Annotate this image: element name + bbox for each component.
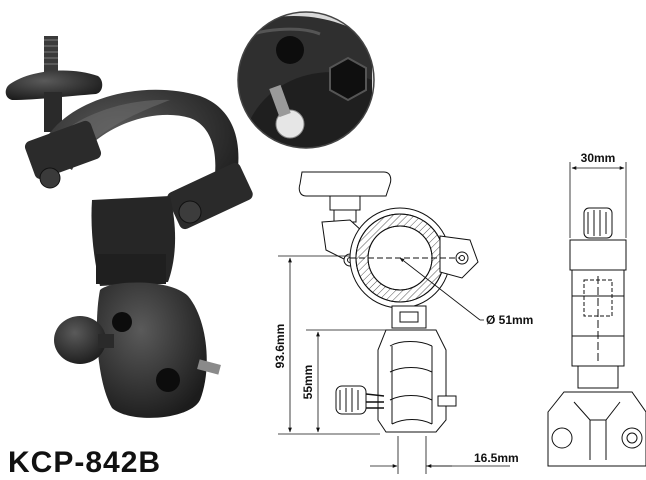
dim-height-total: 93.6mm <box>273 324 287 369</box>
side-drawing <box>547 207 646 467</box>
model-name: KCP-842B <box>8 446 162 479</box>
dim-height-lower: 55mm <box>301 365 315 400</box>
side-dimensions <box>569 162 627 238</box>
dim-base-width: 16.5mm <box>474 451 519 465</box>
dim-width-top: 30mm <box>581 151 616 165</box>
product-photo <box>5 36 253 418</box>
front-dimensions <box>278 255 510 474</box>
front-drawing <box>298 171 479 433</box>
detail-magnifier <box>237 11 375 149</box>
dim-tube-diameter: Ø 51mm <box>486 313 533 327</box>
